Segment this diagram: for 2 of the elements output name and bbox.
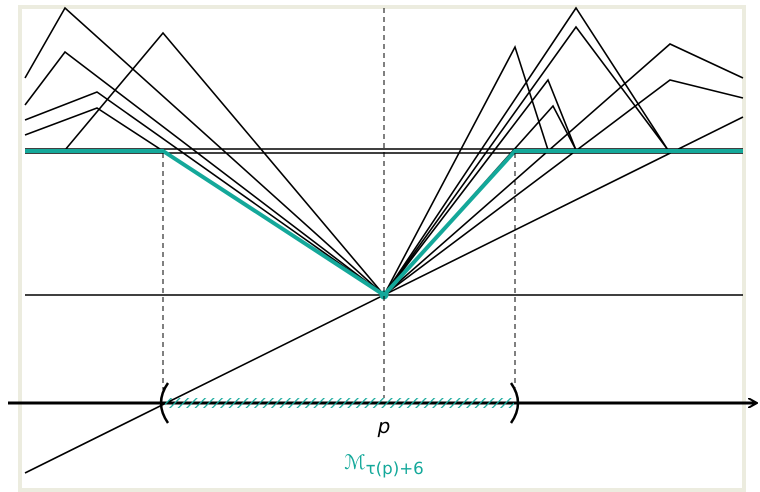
interval-label: ℳ$_{τ(p)+6}$ [344, 452, 424, 478]
point-label: p [378, 416, 390, 436]
